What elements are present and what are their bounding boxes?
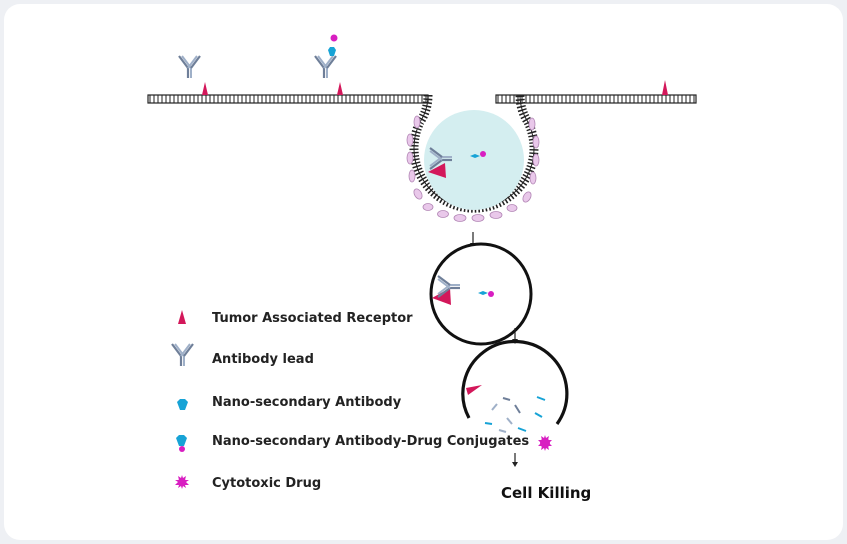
released-fragments xyxy=(466,385,546,433)
surface-adc xyxy=(313,34,338,80)
cell-killing-label: Cell Killing xyxy=(501,484,591,502)
ruptured-lysosome xyxy=(461,339,569,425)
legend: Tumor Associated Receptor Antibody lead … xyxy=(170,310,529,491)
nano-secondary-antibody-icon xyxy=(177,399,188,410)
figure-card xyxy=(4,4,843,540)
released-drug xyxy=(538,435,552,451)
surface-receptor-3 xyxy=(662,80,668,95)
legend-label-3: Nano-secondary Antibody-Drug Conjugates xyxy=(212,434,529,449)
legend-label-4: Cytotoxic Drug xyxy=(212,476,321,491)
legend-label-1: Antibody lead xyxy=(212,352,314,367)
vesicle-dots xyxy=(406,115,540,222)
internalized-complex xyxy=(428,146,486,178)
arrow-3 xyxy=(512,453,518,467)
nano-secondary-adc-icon xyxy=(176,435,187,452)
legend-label-0: Tumor Associated Receptor xyxy=(212,311,413,326)
endosome xyxy=(424,110,524,210)
cell-membrane xyxy=(147,94,697,213)
legend-label-2: Nano-secondary Antibody xyxy=(212,395,402,410)
antibody-lead-icon xyxy=(170,342,195,368)
surface-antibody-1 xyxy=(177,54,202,80)
cytotoxic-drug-icon xyxy=(175,475,189,489)
vesicle-2-complex xyxy=(432,274,494,305)
surface-receptor-1 xyxy=(202,82,208,95)
surface-receptor-2 xyxy=(337,82,343,95)
tumor-receptor-icon xyxy=(178,310,186,324)
